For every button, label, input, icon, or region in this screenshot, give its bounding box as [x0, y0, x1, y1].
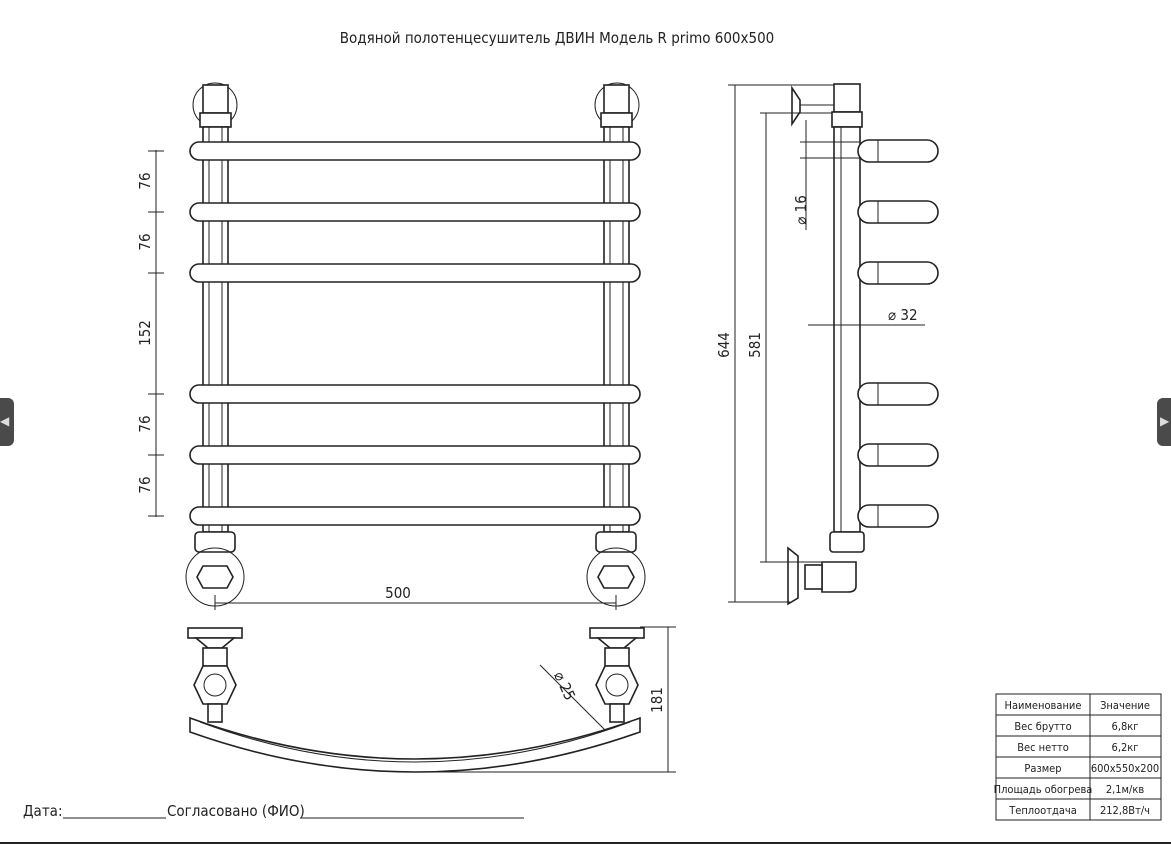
- side-top-valve: [833, 83, 861, 113]
- towel-rail: [189, 445, 641, 465]
- side-rail: [857, 261, 939, 285]
- top-left-valve-body: [202, 647, 228, 667]
- towel-rail: [189, 141, 641, 161]
- table-cell: Вес нетто: [1017, 741, 1069, 754]
- top-left-wallmount: [187, 627, 243, 639]
- spec-table: Наименование Значение Вес брутто 6,8кг В…: [994, 693, 1162, 821]
- right-vertical-pipe: [603, 126, 630, 533]
- bottom-right-nut: [595, 531, 637, 553]
- date-label: Дата:: [23, 802, 63, 820]
- table-cell: 600x550x200: [1091, 762, 1159, 775]
- side-rail: [857, 382, 939, 406]
- towel-rail: [189, 202, 641, 222]
- dim-rail-spacing-3: 152: [136, 320, 154, 346]
- dim-rail-spacing-4: 76: [136, 415, 154, 432]
- chevron-left-icon: ◀: [0, 414, 10, 428]
- arc-rails: [189, 716, 641, 773]
- side-bottom-elbow: [821, 561, 857, 593]
- dim-arc-pipe-diameter: ⌀ 25: [550, 669, 579, 703]
- top-right-wallmount: [589, 627, 645, 639]
- bottom-left-nut: [194, 531, 236, 553]
- top-view: 181 ⌀ 25: [187, 626, 676, 773]
- top-left-valve: [202, 84, 229, 114]
- previous-page-button[interactable]: ◀: [0, 398, 14, 446]
- chevron-right-icon: ▶: [1160, 414, 1170, 428]
- front-view: 76 76 152 76 76 500: [136, 82, 646, 610]
- top-left-nut: [199, 112, 232, 128]
- towel-rail: [189, 506, 641, 526]
- dim-rail-diameter: ⌀ 16: [792, 195, 810, 225]
- approved-label: Согласовано (ФИО): [167, 802, 305, 820]
- towel-rail: [189, 263, 641, 283]
- table-cell: 6,2кг: [1112, 741, 1139, 754]
- drawing-title: Водяной полотенцесушитель ДВИН Модель R …: [340, 29, 775, 47]
- top-right-valve: [603, 84, 630, 114]
- dim-rail-spacing-2: 76: [136, 233, 154, 250]
- dim-pipe-diameter: ⌀ 32: [888, 306, 918, 324]
- dim-width: 500: [385, 584, 411, 602]
- bottom-right-hex: [597, 565, 635, 589]
- top-left-hex: [193, 665, 237, 705]
- side-bottom-flange: [787, 546, 799, 606]
- top-right-hex: [595, 665, 639, 705]
- side-bottom-nut: [829, 531, 865, 553]
- table-cell: 212,8Вт/ч: [1100, 804, 1150, 817]
- table-cell: 2,1м/кв: [1106, 783, 1145, 796]
- dim-rail-spacing-5: 76: [136, 476, 154, 493]
- dim-depth: 181: [648, 687, 666, 713]
- dim-rail-spacing-1: 76: [136, 172, 154, 189]
- dim-total-height: 644: [715, 332, 733, 358]
- side-view: 644 581 ⌀ 16 ⌀ 32: [715, 83, 939, 606]
- side-bottom-hex: [804, 564, 823, 590]
- table-header-name: Наименование: [1005, 699, 1082, 712]
- table-cell: 6,8кг: [1112, 720, 1139, 733]
- dim-center-distance: 581: [746, 332, 764, 358]
- table-cell: Размер: [1024, 762, 1061, 775]
- side-top-nut: [831, 111, 863, 128]
- left-vertical-pipe: [202, 126, 229, 533]
- table-cell: Теплоотдача: [1008, 804, 1077, 817]
- next-page-button[interactable]: ▶: [1157, 398, 1171, 446]
- side-top-flange: [791, 85, 801, 127]
- table-header-value: Значение: [1100, 699, 1150, 712]
- side-vertical-pipe: [833, 126, 861, 533]
- table-cell: Площадь обогрева: [994, 783, 1093, 796]
- side-rail: [857, 443, 939, 467]
- side-rail: [857, 139, 939, 163]
- bottom-left-hex: [196, 565, 234, 589]
- side-rail: [857, 200, 939, 224]
- side-rail: [857, 504, 939, 528]
- top-right-nut: [600, 112, 633, 128]
- table-cell: Вес брутто: [1014, 720, 1071, 733]
- top-right-valve-body: [604, 647, 630, 667]
- towel-rail: [189, 384, 641, 404]
